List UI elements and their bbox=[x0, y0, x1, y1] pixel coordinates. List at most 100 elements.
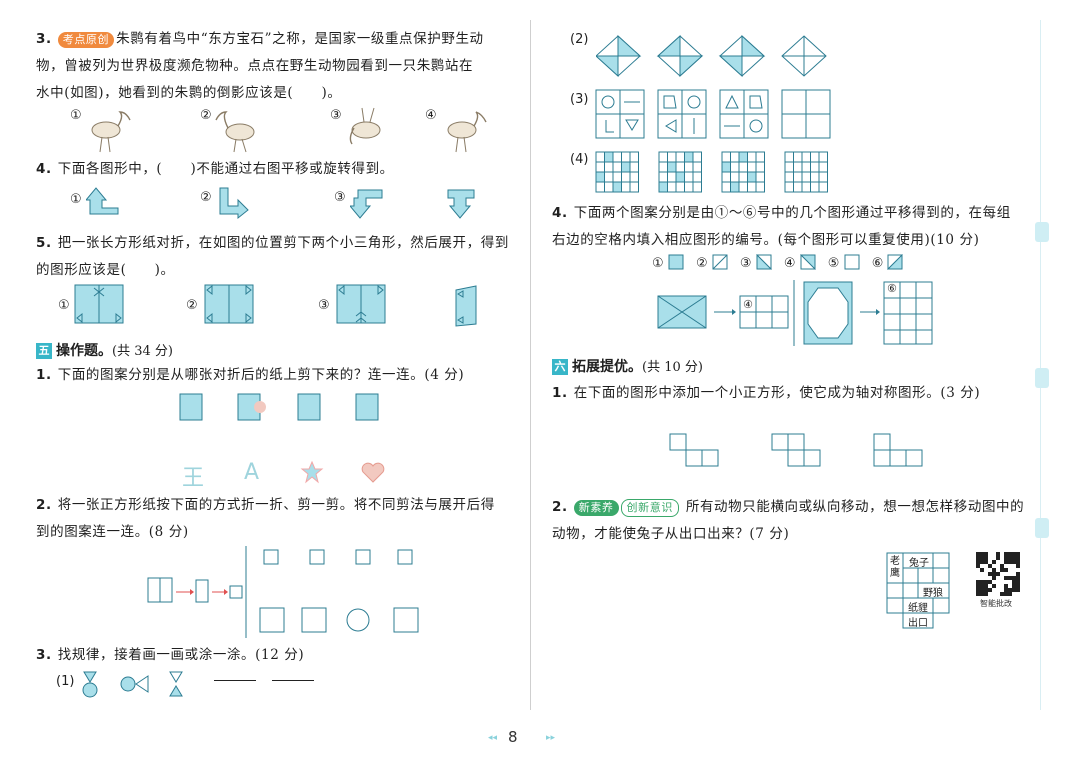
qr-code-icon[interactable] bbox=[976, 552, 1020, 596]
section6-question-1: 1.在下面的图形中添加一个小正方形，使它成为轴对称图形。(3 分) bbox=[552, 380, 1032, 407]
arrow-shape bbox=[86, 187, 119, 215]
exam-point-badge: 考点原创 bbox=[57, 32, 115, 48]
qr-caption: 智能批改 bbox=[980, 599, 1012, 608]
grid-cell bbox=[801, 161, 811, 173]
grid-cell bbox=[595, 151, 605, 163]
ibis-image bbox=[447, 111, 487, 153]
unfolded-paper bbox=[336, 284, 386, 324]
answer-blank[interactable] bbox=[272, 680, 314, 681]
section-points: (共 10 分) bbox=[642, 360, 703, 375]
question-number: 5. bbox=[36, 235, 52, 251]
grid-cell bbox=[604, 161, 614, 173]
grid-cell bbox=[595, 171, 605, 183]
section-icon: 六 bbox=[552, 359, 568, 375]
grid-cell bbox=[612, 151, 622, 163]
unfolded-paper bbox=[204, 284, 254, 324]
star-pattern bbox=[300, 460, 324, 484]
shape-label: ③ bbox=[739, 256, 752, 271]
diamond-pattern-row bbox=[596, 34, 827, 78]
grid-cell bbox=[784, 181, 794, 193]
grid-cell bbox=[801, 181, 811, 193]
grid-cell bbox=[818, 161, 828, 173]
grid-cell bbox=[658, 181, 668, 193]
answer-blank[interactable] bbox=[214, 680, 256, 681]
grid-cell bbox=[629, 151, 639, 163]
grid-cell bbox=[755, 171, 765, 183]
question-text: 所有动物只能横向或纵向移动，想一想怎样移动图中的 bbox=[685, 499, 1025, 515]
folded-paper bbox=[455, 285, 477, 327]
fold-cut-diagram bbox=[147, 546, 419, 638]
grid-cell bbox=[747, 151, 757, 163]
question-number: 1. bbox=[552, 385, 568, 401]
grid-cell bbox=[621, 151, 631, 163]
shape-label: ④ bbox=[783, 256, 796, 271]
question-4: 4.下面各图形中，( )不能通过右图平移或旋转得到。 bbox=[36, 156, 516, 183]
side-tab bbox=[1035, 222, 1049, 242]
question-text: 将一张正方形纸按下面的方式折一折、剪一剪。将不同剪法与展开后得 bbox=[57, 497, 495, 513]
grid-cell bbox=[667, 161, 677, 173]
grid-cell bbox=[810, 151, 820, 163]
option-label: ① bbox=[70, 192, 82, 207]
grid-cell bbox=[747, 181, 757, 193]
grid-cell bbox=[810, 171, 820, 183]
question-text: 右边的空格内填入相应图形的编号。(每个图形可以重复使用)(10 分) bbox=[552, 232, 980, 248]
section-5-header: 五操作题。(共 34 分) bbox=[36, 340, 173, 360]
grid-cell bbox=[604, 181, 614, 193]
grid-cell bbox=[675, 171, 685, 183]
shape-4-icon bbox=[799, 254, 816, 271]
next-page-icon[interactable]: ▸▸ bbox=[546, 733, 556, 743]
grid-cell bbox=[730, 181, 740, 193]
grid-cell bbox=[818, 171, 828, 183]
pattern-sequence bbox=[82, 671, 183, 698]
question-number: 2. bbox=[36, 497, 52, 513]
question-number: 1. bbox=[36, 367, 52, 383]
page-edge-strip bbox=[1040, 20, 1041, 710]
question-number: 4. bbox=[36, 161, 52, 177]
sub-question-label: (1) bbox=[56, 674, 75, 689]
grid-pattern-row bbox=[595, 151, 828, 193]
grid-cell bbox=[692, 151, 702, 163]
shape-5-icon bbox=[844, 254, 860, 270]
grid-cell bbox=[747, 161, 757, 173]
grid-cell bbox=[810, 181, 820, 193]
rabbit-maze bbox=[886, 552, 950, 629]
column-divider bbox=[530, 20, 531, 710]
shape-label: ⑤ bbox=[827, 256, 840, 271]
page-number: 8 bbox=[508, 728, 518, 746]
maze-bear: 纸貍 bbox=[908, 603, 928, 614]
question-5: 5.把一张长方形纸对折，在如图的位置剪下两个小三角形，然后展开，得到 的图形应该… bbox=[36, 230, 516, 284]
grid-cell bbox=[747, 171, 757, 183]
option-label: ① bbox=[58, 298, 70, 313]
symmetry-shapes bbox=[669, 433, 923, 467]
arrow-shape bbox=[350, 189, 383, 219]
grid-cell bbox=[684, 171, 694, 183]
option-label: ② bbox=[186, 298, 198, 313]
grid-cell bbox=[621, 181, 631, 193]
section-points: (共 34 分) bbox=[112, 344, 173, 359]
shape-2-icon bbox=[712, 254, 728, 270]
shape-6-icon bbox=[887, 253, 903, 270]
shape-3-icon bbox=[756, 253, 772, 270]
grid-cell bbox=[692, 171, 702, 183]
option-label: ② bbox=[200, 108, 212, 123]
grid-cell bbox=[604, 151, 614, 163]
grid-cell bbox=[675, 151, 685, 163]
grid-hint: ⑥ bbox=[887, 282, 897, 295]
folded-paper-row bbox=[179, 393, 379, 421]
question-text: 动物，才能使兔子从出口出来？(7 分) bbox=[552, 526, 790, 542]
sub-question-label: (3) bbox=[570, 92, 589, 107]
section6-question-2: 2.新素养创新意识 所有动物只能横向或纵向移动，想一想怎样移动图中的 动物，才能… bbox=[552, 494, 1032, 548]
grid-cell bbox=[801, 151, 811, 163]
grid-cell bbox=[692, 181, 702, 193]
grid-cell bbox=[684, 161, 694, 173]
grid-cell bbox=[604, 171, 614, 183]
grid-cell bbox=[621, 161, 631, 173]
ibis-image bbox=[215, 111, 255, 153]
shape-label: ⑥ bbox=[871, 256, 884, 271]
pattern-wang: 王 bbox=[182, 466, 205, 491]
grid-cell bbox=[818, 151, 828, 163]
grid-cell bbox=[784, 171, 794, 183]
grid-cell bbox=[667, 151, 677, 163]
prev-page-icon[interactable]: ◂◂ bbox=[488, 733, 498, 743]
grid-cell bbox=[629, 161, 639, 173]
